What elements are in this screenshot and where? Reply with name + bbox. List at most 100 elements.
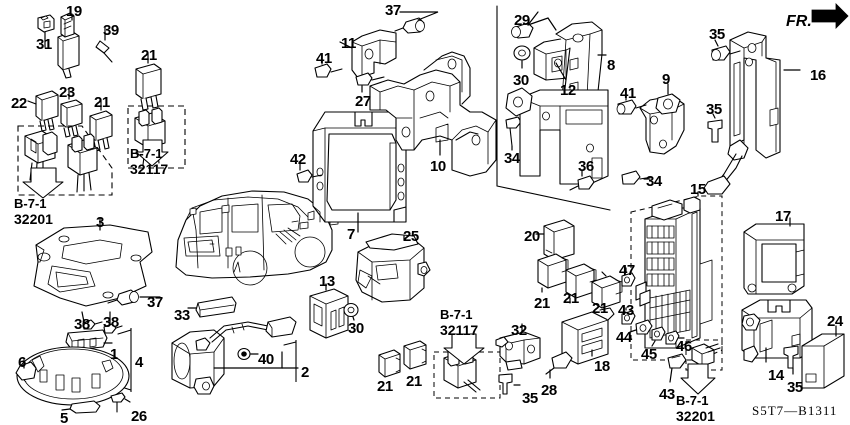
- fr-label: FR.: [786, 13, 812, 30]
- fr-direction-arrow: [811, 3, 849, 29]
- part-1-lamp-unit: [65, 329, 113, 351]
- callout-number-34: 34: [646, 173, 662, 190]
- callout-number-32: 32: [511, 322, 527, 339]
- callout-number-11: 11: [341, 35, 356, 52]
- callout-number-40: 40: [258, 351, 274, 368]
- part-44-clip: [629, 319, 653, 335]
- callout-number-22: 22: [11, 95, 27, 112]
- callout-number-35: 35: [709, 26, 725, 43]
- callout-number-23: 23: [59, 84, 75, 101]
- part-46-clip: [665, 330, 685, 345]
- part-35-screw-e: [498, 373, 521, 395]
- callout-number-8: 8: [607, 57, 615, 74]
- part-28-screw: [545, 351, 573, 379]
- reference-section-label: B-7-1: [440, 307, 473, 322]
- part-27-screw: [355, 72, 385, 93]
- callout-number-41: 41: [316, 50, 332, 67]
- callout-number-43: 43: [618, 302, 634, 319]
- part-41-screw-a: [314, 61, 343, 78]
- callout-number-31: 31: [36, 36, 52, 53]
- reference-page-number: 32201: [14, 211, 53, 227]
- callout-number-37: 37: [385, 2, 401, 19]
- part-26-screw: [110, 392, 131, 413]
- callout-number-15: 15: [690, 181, 706, 198]
- part-9-bracket: [639, 83, 685, 155]
- part-17-cover: [743, 217, 805, 295]
- part-3-panel: [33, 217, 153, 307]
- part-36-screw: [569, 169, 595, 191]
- callout-number-38: 38: [103, 314, 119, 331]
- callout-number-21: 21: [377, 378, 393, 395]
- part-14-bracket: [741, 299, 813, 363]
- callout-number-29: 29: [514, 12, 530, 29]
- part-21-relay-g: [591, 271, 623, 309]
- socket-group-21: [127, 52, 186, 169]
- callout-number-17: 17: [775, 208, 791, 225]
- part-7-ecu: [312, 111, 407, 233]
- callout-number-24: 24: [827, 313, 843, 330]
- callout-number-36: 36: [578, 158, 594, 175]
- part-41-screw-b: [616, 97, 647, 115]
- part-37-screw-b: [394, 11, 439, 34]
- part-5-cover: [61, 400, 101, 414]
- callout-number-26: 26: [131, 408, 147, 425]
- callout-number-39: 39: [103, 22, 119, 39]
- callout-number-28: 28: [541, 382, 557, 399]
- part-35-screw-c: [783, 345, 799, 375]
- callout-number-27: 27: [355, 93, 371, 110]
- callout-number-25: 25: [403, 228, 419, 245]
- arrow-down-32201-left: [22, 167, 64, 199]
- callout-number-14: 14: [768, 367, 784, 384]
- reference-page-number: 32201: [676, 408, 715, 424]
- callout-number-41: 41: [620, 85, 636, 102]
- part-35-screw-a: [711, 39, 741, 61]
- part-22-relay: [27, 90, 59, 132]
- part-10-main-bracket: [369, 51, 497, 177]
- callout-number-1: 1: [110, 346, 118, 363]
- socket-group-left: [17, 125, 113, 196]
- callout-number-21: 21: [141, 47, 157, 64]
- reference-page-number: 32117: [440, 322, 479, 338]
- arrow-down-32201-right: [680, 363, 716, 395]
- part-35-screw-b: [707, 113, 723, 143]
- arrow-down-32117-left: [135, 139, 169, 167]
- callout-number-4: 4: [135, 354, 143, 371]
- callout-number-12: 12: [560, 82, 576, 99]
- callout-number-9: 9: [662, 71, 670, 88]
- callout-number-42: 42: [290, 151, 306, 168]
- callout-number-33: 33: [174, 307, 190, 324]
- callout-number-35: 35: [787, 379, 803, 396]
- callout-number-3: 3: [96, 214, 104, 231]
- callout-number-6: 6: [18, 354, 26, 371]
- diagram-code-label: S5T7—B1311: [752, 403, 838, 418]
- callout-number-13: 13: [319, 273, 335, 290]
- callout-number-21: 21: [94, 94, 110, 111]
- callout-number-44: 44: [616, 329, 632, 346]
- reference-section-label: B-7-1: [676, 393, 709, 408]
- part-42-screw: [296, 162, 323, 183]
- callout-number-20: 20: [524, 228, 540, 245]
- callout-number-16: 16: [810, 67, 826, 84]
- part-30-washer-a: [513, 45, 531, 69]
- callout-number-21: 21: [563, 290, 579, 307]
- part-47-clip: [621, 267, 636, 287]
- panel-dividers: [496, 5, 611, 211]
- callout-number-30: 30: [348, 320, 364, 337]
- part-37-screw-a: [107, 289, 161, 306]
- part-11-bracket: [339, 29, 397, 79]
- part-16-bracket: [703, 31, 801, 195]
- part-43-clip-a: [621, 307, 636, 325]
- reference-page-number: 32117: [130, 161, 169, 177]
- callout-number-45: 45: [641, 346, 657, 363]
- part-43-clip-b: [667, 353, 687, 383]
- callout-number-47: 47: [619, 262, 635, 279]
- callout-number-21: 21: [534, 295, 550, 312]
- callout-number-38: 38: [74, 316, 90, 333]
- callout-number-35: 35: [706, 101, 722, 118]
- connector-group-fusebox: [685, 339, 723, 371]
- reference-section-label: B-7-1: [14, 196, 47, 211]
- part-25-box: [355, 233, 431, 303]
